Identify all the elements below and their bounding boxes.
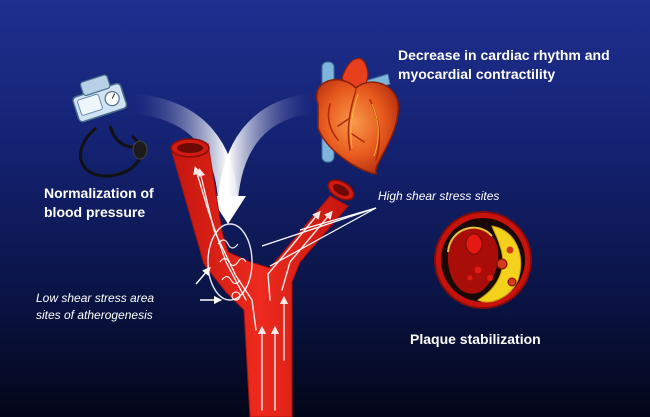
low-shear-label-line1: Low shear stress area — [36, 291, 155, 305]
bp-label-line2: blood pressure — [44, 204, 146, 220]
low-shear-pointers — [195, 266, 223, 305]
high-shear-leaders — [261, 207, 377, 267]
converging-arrows — [133, 94, 312, 224]
plaque-label: Plaque stabilization — [410, 331, 541, 347]
heart-icon — [315, 57, 399, 176]
bp-label-line1: Normalization of — [44, 185, 154, 201]
plaque-cross-section — [434, 211, 532, 309]
cardiac-label-line2: myocardial contractility — [398, 66, 556, 82]
blood-pressure-monitor-icon — [72, 74, 148, 178]
low-shear-label-line2: sites of atherogenesis — [36, 308, 153, 322]
bifurcating-artery — [170, 138, 355, 417]
down-arrow-icon — [210, 196, 246, 224]
high-shear-label: High shear stress sites — [378, 189, 500, 203]
cardiac-label-line1: Decrease in cardiac rhythm and — [398, 47, 610, 63]
